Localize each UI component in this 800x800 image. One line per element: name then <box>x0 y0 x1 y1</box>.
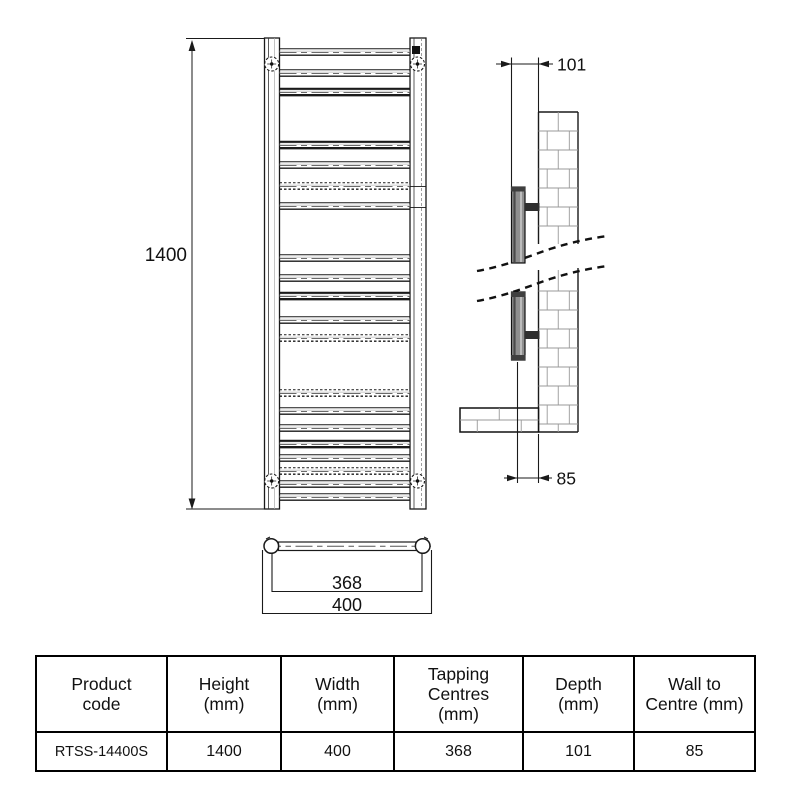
tapping-centres-dimension-label: 368 <box>332 573 362 593</box>
arrow-left-icon <box>538 60 549 68</box>
wall-to-centre-dimension-label: 85 <box>557 469 576 489</box>
radiator-tube-lower <box>510 291 526 361</box>
header-tapping-centres: Tapping Centres (mm) <box>393 655 524 733</box>
arrow-up-icon <box>188 40 196 51</box>
header-depth: Depth (mm) <box>522 655 635 733</box>
cell-depth: 101 <box>522 731 635 772</box>
header-product-code: Product code <box>35 655 168 733</box>
left-rail <box>263 37 281 510</box>
height-dimension-label: 1400 <box>145 245 187 266</box>
towel-rail-rungs <box>279 48 410 501</box>
depth-dimension-label: 101 <box>557 55 586 75</box>
top-view-drawing: 368 400 <box>261 536 433 615</box>
wall-bracket-upper <box>525 203 540 211</box>
depth-dimension <box>496 57 553 187</box>
top-view-left-rail-end <box>263 537 280 555</box>
header-wall-to-centre: Wall to Centre (mm) <box>633 655 756 733</box>
wall-lower <box>537 268 579 433</box>
air-vent-icon <box>412 46 420 54</box>
cell-tapping-centres: 368 <box>393 731 524 772</box>
cell-height: 1400 <box>166 731 282 772</box>
arrow-down-icon <box>188 498 196 510</box>
radiator-tube-upper <box>510 186 526 264</box>
side-view-drawing: 101 <box>459 55 609 489</box>
width-dimension-label: 400 <box>332 595 362 615</box>
top-view-right-rail-end <box>414 537 431 555</box>
wall-upper <box>537 111 579 244</box>
wall-bracket-lower <box>525 331 540 339</box>
front-view-drawing: 1400 <box>145 37 427 510</box>
arrow-right-icon <box>501 60 512 68</box>
technical-drawing: 1400 <box>145 37 609 615</box>
right-rail <box>409 37 427 510</box>
height-dimension <box>186 38 265 510</box>
floor-slab <box>459 407 540 433</box>
width-dimension <box>261 550 433 615</box>
arrow-right-icon <box>507 474 518 482</box>
cell-wall-to-centre: 85 <box>633 731 756 772</box>
table-row: RTSS-14400S 1400 400 368 101 85 <box>35 731 756 772</box>
cell-width: 400 <box>280 731 395 772</box>
bracket-markers <box>264 56 426 489</box>
specification-table: Product code Height (mm) Width (mm) Tapp… <box>35 655 756 772</box>
tapping-centres-dimension <box>271 553 423 593</box>
table-header-row: Product code Height (mm) Width (mm) Tapp… <box>35 655 756 733</box>
header-width: Width (mm) <box>280 655 395 733</box>
break-lines <box>476 234 609 303</box>
header-height: Height (mm) <box>166 655 282 733</box>
cell-product-code: RTSS-14400S <box>35 731 168 772</box>
arrow-left-icon <box>538 474 549 482</box>
